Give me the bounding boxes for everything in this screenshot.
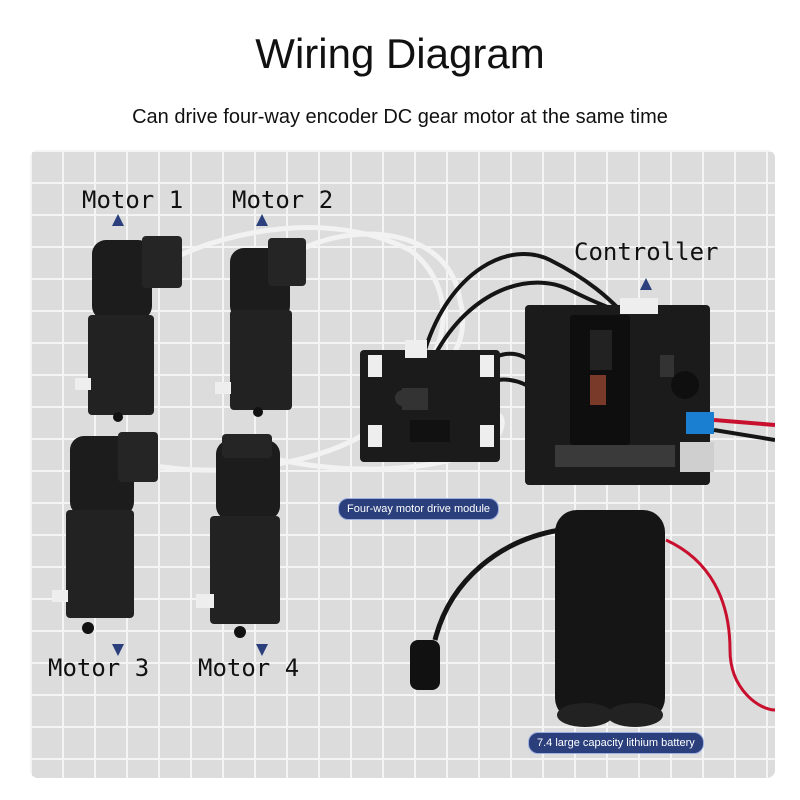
page-subtitle: Can drive four-way encoder DC gear motor… (132, 106, 668, 128)
motor-4 (196, 434, 280, 638)
label-pointers (112, 214, 652, 656)
tag-battery: 7.4 large capacity lithium battery (528, 732, 704, 754)
motor-2 (215, 238, 306, 417)
wiring-scene (52, 214, 775, 727)
label-motor-4: Motor 4 (198, 654, 300, 682)
battery (410, 510, 775, 727)
label-motor-2: Motor 2 (232, 186, 334, 214)
drive-module-board (360, 340, 500, 462)
wiring-photo: Motor 1 Motor 2 Motor 3 Motor 4 Controll… (30, 150, 775, 778)
page-title: Wiring Diagram (255, 30, 545, 77)
controller-power-wire (713, 418, 775, 427)
label-motor-1: Motor 1 (82, 186, 184, 214)
tag-drive-module: Four-way motor drive module (338, 498, 500, 520)
label-motor-3: Motor 3 (48, 654, 150, 682)
controller-board (525, 298, 714, 485)
controller-ground-wire (713, 428, 775, 442)
motor-3 (52, 432, 158, 634)
label-controller: Controller (574, 238, 719, 266)
motor-1 (75, 236, 182, 422)
